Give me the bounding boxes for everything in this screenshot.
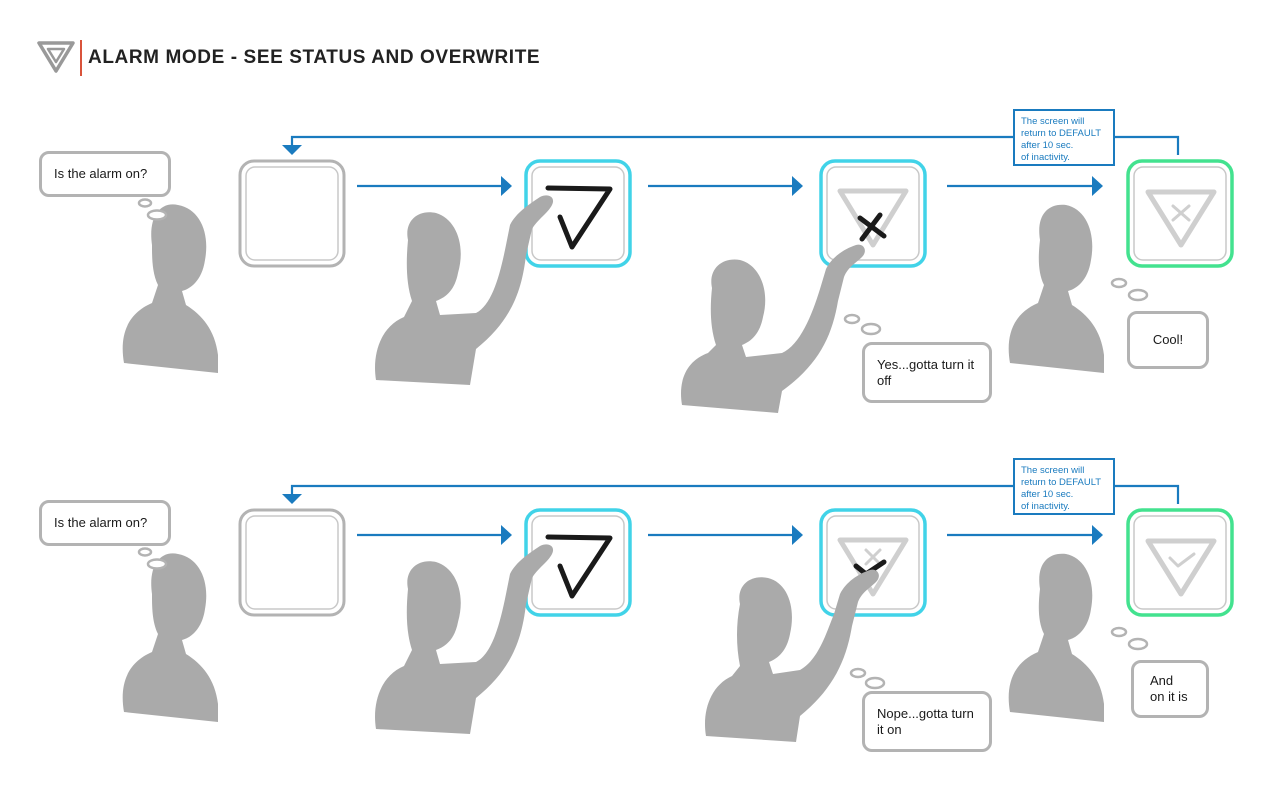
return-to-default-note: The screen will return to DEFAULT after … bbox=[1013, 458, 1115, 515]
forward-arrow-2 bbox=[648, 525, 803, 545]
reply-bubble: Yes...gotta turn it off bbox=[862, 342, 992, 403]
person-silhouette-1 bbox=[122, 553, 218, 722]
forward-arrow-3 bbox=[947, 176, 1103, 196]
alarm-on-confirmed-screen bbox=[1126, 508, 1234, 617]
return-to-default-note: The screen will return to DEFAULT after … bbox=[1013, 109, 1115, 166]
return-loop-arrow bbox=[290, 135, 1180, 155]
person-silhouette-3 bbox=[705, 569, 879, 742]
triangle-icon bbox=[1145, 189, 1217, 248]
reply-text: Nope...gotta turn it on bbox=[877, 705, 974, 737]
triangle-logo-icon bbox=[37, 41, 75, 73]
thought-dots-1 bbox=[137, 547, 168, 570]
forward-arrow-1 bbox=[357, 176, 512, 196]
confirmation-text: And on it is bbox=[1150, 673, 1188, 704]
blank-screen bbox=[238, 159, 346, 268]
reply-bubble: Nope...gotta turn it on bbox=[862, 691, 992, 752]
confirmation-text: Cool! bbox=[1152, 332, 1184, 347]
x-mark-icon bbox=[1171, 204, 1191, 222]
thought-dots-4 bbox=[1110, 277, 1149, 302]
scenario-off-row: Is the alarm on? The screen will return … bbox=[0, 105, 1276, 425]
page-header: ALARM MODE - SEE STATUS AND OVERWRITE bbox=[36, 38, 540, 78]
alarm-off-screen bbox=[1126, 159, 1234, 268]
person-silhouette-2 bbox=[375, 544, 554, 734]
question-bubble: Is the alarm on? bbox=[39, 500, 171, 546]
checkmark-icon bbox=[1168, 552, 1196, 568]
thought-dots-4 bbox=[1110, 626, 1149, 651]
question-text: Is the alarm on? bbox=[54, 166, 148, 181]
blank-screen bbox=[238, 508, 346, 617]
reply-text: Yes...gotta turn it off bbox=[877, 356, 975, 388]
faded-x-icon bbox=[864, 548, 882, 566]
triangle-icon bbox=[1145, 538, 1217, 597]
drawn-triangle-icon bbox=[545, 185, 613, 250]
title-divider bbox=[80, 40, 82, 76]
alarm-off-gesture-screen bbox=[819, 159, 927, 268]
person-silhouette-1 bbox=[122, 204, 218, 373]
alarm-on-gesture-screen bbox=[819, 508, 927, 617]
x-mark-icon bbox=[857, 212, 887, 242]
thought-dots-3 bbox=[843, 313, 882, 336]
return-arrowhead bbox=[282, 494, 302, 504]
forward-arrow-3 bbox=[947, 525, 1103, 545]
scenario-off-flow bbox=[122, 135, 1234, 413]
person-silhouette-3 bbox=[681, 244, 865, 413]
question-bubble: Is the alarm on? bbox=[39, 151, 171, 197]
thought-dots-3 bbox=[849, 667, 886, 690]
drawn-triangle-icon bbox=[545, 534, 613, 599]
person-silhouette-4 bbox=[1008, 204, 1104, 373]
question-text: Is the alarm on? bbox=[54, 515, 148, 530]
person-silhouette-2 bbox=[375, 195, 554, 385]
scenario-on-flow bbox=[122, 484, 1234, 742]
confirmation-bubble: Cool! bbox=[1127, 311, 1209, 369]
return-loop-arrow bbox=[290, 484, 1180, 504]
person-silhouette-4 bbox=[1008, 553, 1104, 722]
return-arrowhead bbox=[282, 145, 302, 155]
forward-arrow-1 bbox=[357, 525, 512, 545]
forward-arrow-2 bbox=[648, 176, 803, 196]
page-title: ALARM MODE - SEE STATUS AND OVERWRITE bbox=[88, 47, 541, 68]
thought-dots-1 bbox=[137, 198, 168, 221]
faded-triangle-icon bbox=[837, 188, 909, 248]
confirmation-bubble: And on it is bbox=[1131, 660, 1209, 718]
scenario-on-row: Is the alarm on? The screen will return … bbox=[0, 454, 1276, 774]
